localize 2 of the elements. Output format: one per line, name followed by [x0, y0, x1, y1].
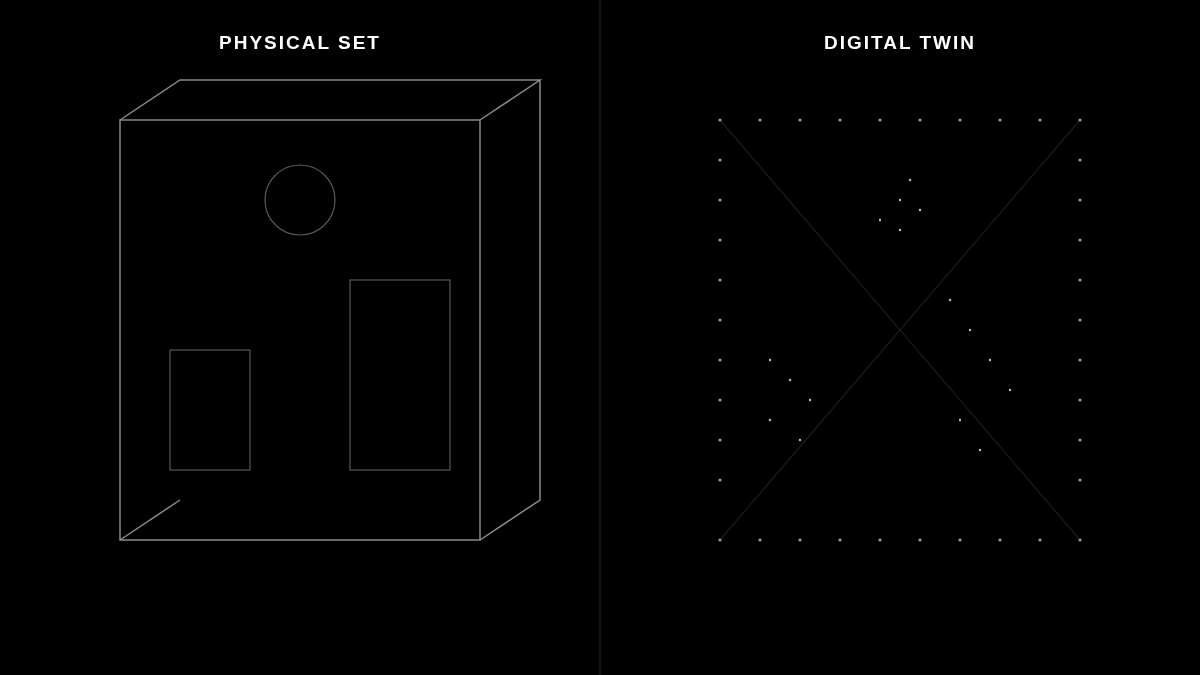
- panel-heading: PHYSICAL SET: [219, 32, 381, 53]
- panel-heading: DIGITAL TWIN: [823, 32, 977, 53]
